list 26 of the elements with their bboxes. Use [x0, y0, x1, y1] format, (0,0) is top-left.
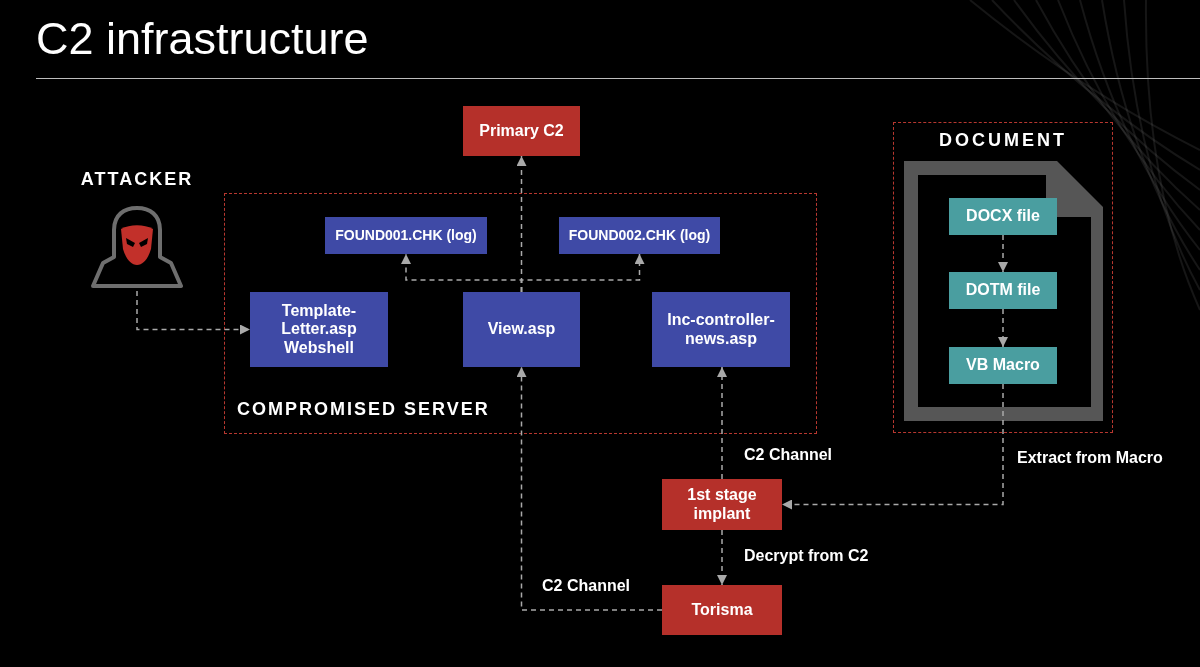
- arrow: [998, 234, 1008, 273]
- arrow: [717, 366, 727, 480]
- dashed-group-frame: [224, 193, 817, 434]
- process-box: Torisma: [662, 585, 782, 635]
- arrow: [781, 383, 1004, 510]
- process-box: FOUND002.CHK (log): [559, 217, 720, 254]
- process-box: VB Macro: [949, 347, 1057, 384]
- process-box: 1st stage implant: [662, 479, 782, 530]
- arrow: [516, 366, 663, 611]
- process-box: Primary C2: [463, 106, 580, 156]
- process-box: Inc-controller-news.asp: [652, 292, 790, 367]
- group-heading: DOCUMENT: [939, 129, 1067, 151]
- arrow: [998, 308, 1008, 348]
- edge-label: Decrypt from C2: [742, 546, 871, 566]
- arrow: [717, 529, 727, 586]
- process-box: Template-Letter.asp Webshell: [250, 292, 388, 367]
- group-heading: COMPROMISED SERVER: [237, 398, 490, 420]
- arrow: [520, 253, 645, 293]
- dashed-group-frame: [893, 122, 1113, 433]
- process-box: View.asp: [463, 292, 580, 367]
- arrow: [136, 290, 251, 335]
- node-heading: ATTACKER: [80, 168, 194, 190]
- process-box: DOCX file: [949, 198, 1057, 235]
- process-box: FOUND001.CHK (log): [325, 217, 487, 254]
- slide-title: C2 infrastructure: [36, 12, 369, 66]
- process-box: DOTM file: [949, 272, 1057, 309]
